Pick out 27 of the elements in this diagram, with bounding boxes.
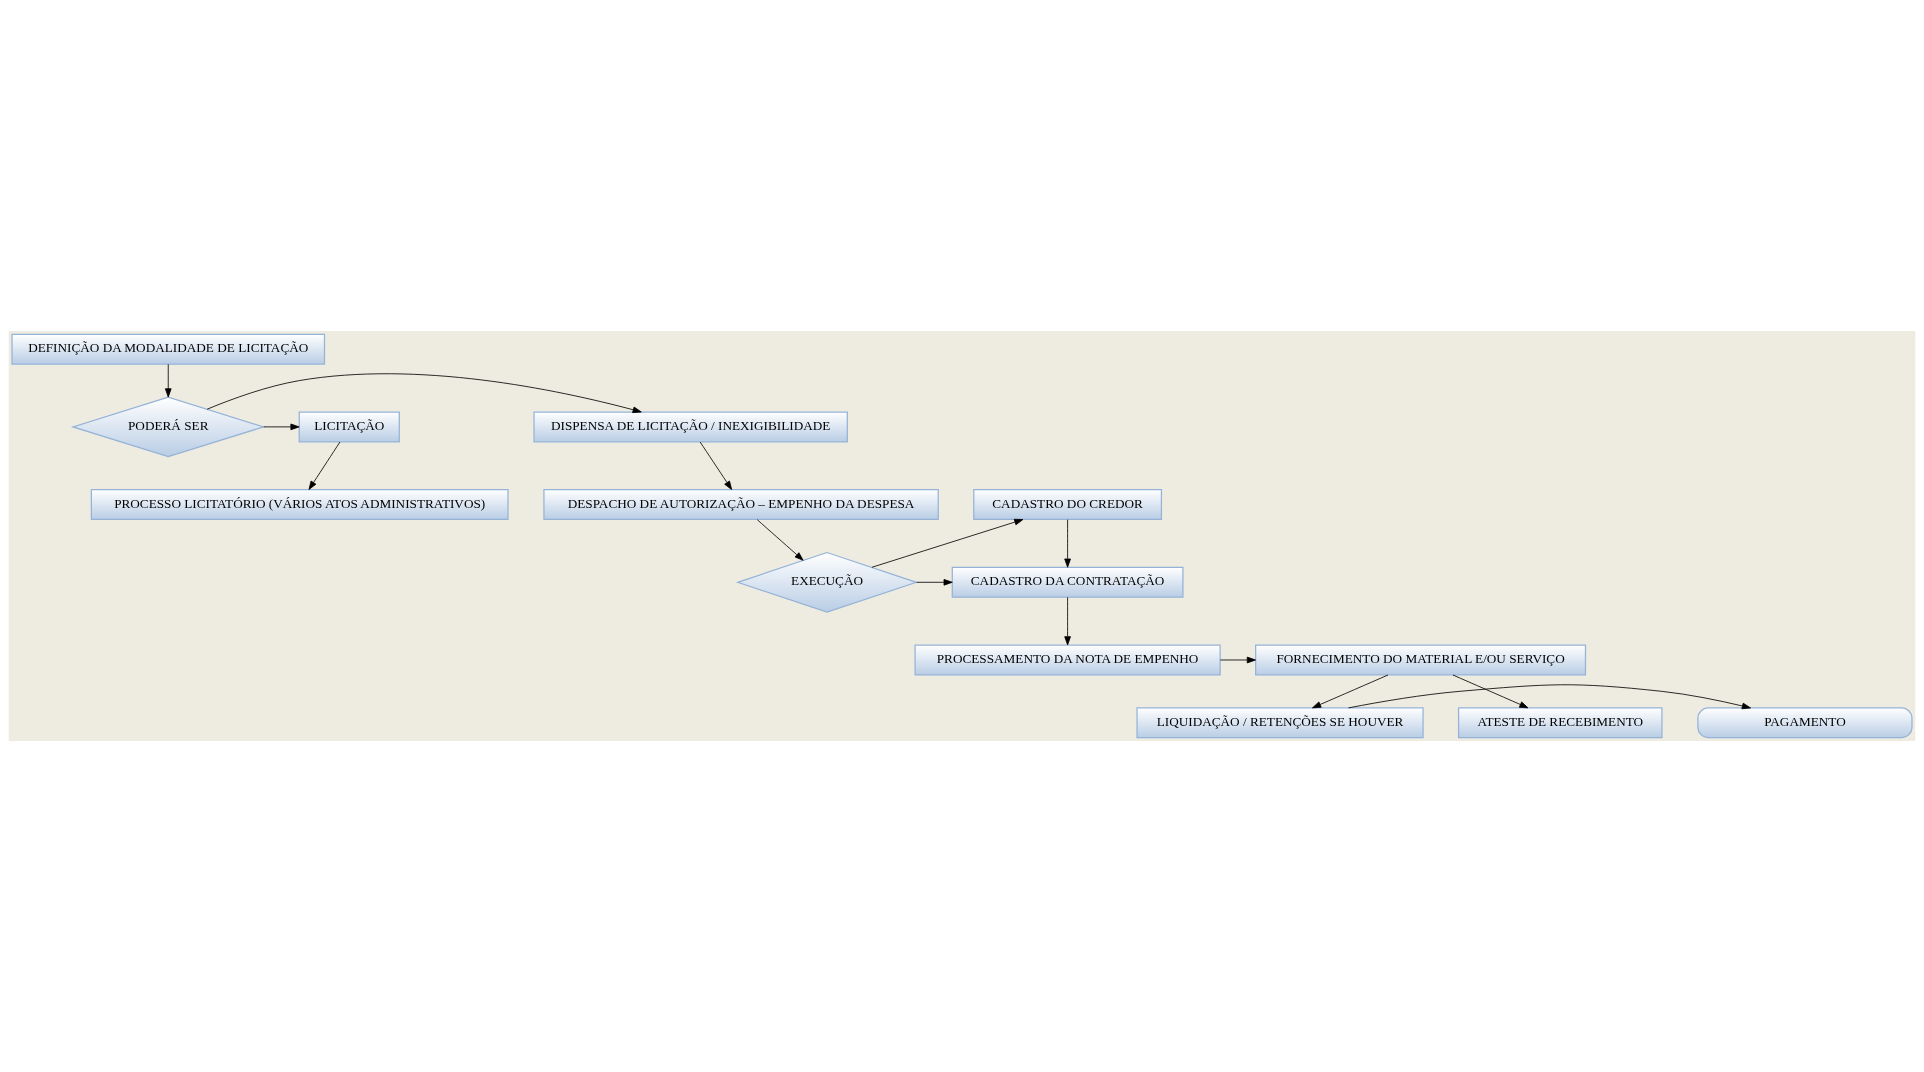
arrow bbox=[756, 519, 804, 561]
node-box: LICITAÇÃO bbox=[298, 411, 400, 443]
node-box: PROCESSAMENTO DA NOTA DE EMPENHO bbox=[914, 644, 1221, 676]
node-box: CADASTRO DA CONTRATAÇÃO bbox=[951, 566, 1184, 598]
arrow bbox=[1219, 656, 1256, 664]
arrow bbox=[871, 518, 1024, 568]
node-box: DEFINIÇÃO DA MODALIDADE DE LICITAÇÃO bbox=[11, 333, 326, 365]
arrow bbox=[699, 441, 733, 490]
node-box: LIQUIDAÇÃO / RETENÇÕES SE HOUVER bbox=[1136, 707, 1424, 739]
arrow bbox=[1452, 674, 1529, 709]
node-box: DESPACHO DE AUTORIZAÇÃO – EMPENHO DA DESPESA bbox=[543, 489, 939, 521]
node-box: DISPENSA DE LICITAÇÃO / INEXIGIBILIDADE bbox=[533, 411, 848, 443]
arrow bbox=[1064, 597, 1071, 646]
arrow bbox=[164, 363, 172, 398]
arrow bbox=[1312, 674, 1389, 709]
node-diamond: PODERÁ SER bbox=[70, 396, 266, 458]
arrow bbox=[916, 579, 953, 586]
node-box: ATESTE DE RECEBIMENTO bbox=[1457, 707, 1663, 739]
node-box: CADASTRO DO CREDOR bbox=[973, 489, 1163, 521]
node-box: PROCESSO LICITATÓRIO (VÁRIOS ATOS ADMINISTRATIVOS) bbox=[90, 489, 509, 521]
node-box: FORNECIMENTO DO MATERIAL E/OU SERVIÇO bbox=[1255, 644, 1587, 676]
arrow bbox=[263, 423, 300, 431]
node-box: PAGAMENTO bbox=[1697, 707, 1913, 739]
arrow bbox=[206, 373, 642, 414]
arrow bbox=[1064, 519, 1071, 568]
arrow bbox=[1348, 684, 1751, 710]
arrow bbox=[308, 441, 341, 490]
